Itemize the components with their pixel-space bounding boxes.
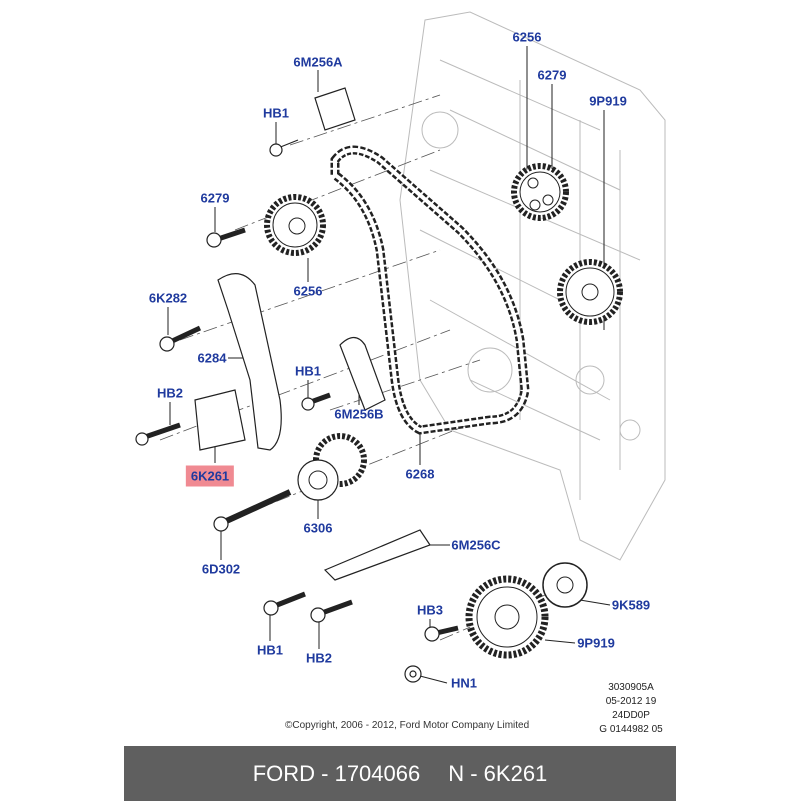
callout-6M256B: 6M256B [334, 406, 384, 422]
callout-6279: 6279 [200, 190, 230, 206]
drawing-code: 24DD0P [612, 710, 650, 721]
callout-6279: 6279 [537, 67, 567, 83]
footer-bar: FORD - 1704066 N - 6K261 [124, 746, 676, 801]
callout-HB1: HB1 [294, 363, 322, 379]
callout-6284: 6284 [197, 350, 227, 366]
callout-6M256C: 6M256C [451, 537, 501, 553]
sprockets [264, 163, 623, 659]
footer-part-number: FORD - 1704066 [252, 760, 421, 786]
bolts [135, 139, 459, 683]
timing-chain [330, 145, 530, 435]
drawing-ref: G 0144982 05 [599, 724, 663, 735]
callout-HB1: HB1 [262, 105, 290, 121]
drawing-info: 3030905A 05-2012 19 24DD0P G 0144982 05 [590, 681, 672, 737]
callout-6K261-highlighted: 6K261 [185, 465, 235, 487]
callout-6256: 6256 [512, 29, 542, 45]
drawing-date: 05-2012 19 [605, 696, 657, 707]
callout-HB3: HB3 [416, 602, 444, 618]
callout-HB1: HB1 [256, 642, 284, 658]
copyright-text: ©Copyright, 2006 - 2012, Ford Motor Comp… [285, 720, 530, 731]
footer-reference: N - 6K261 [448, 760, 548, 786]
callout-6M256A: 6M256A [293, 54, 343, 70]
callout-HB2: HB2 [156, 385, 184, 401]
leader-lines [167, 46, 611, 684]
callout-6D302: 6D302 [201, 561, 241, 577]
callout-9P919: 9P919 [577, 635, 615, 651]
callout-9K589: 9K589 [611, 597, 651, 613]
drawing-number: 3030905A [608, 682, 654, 693]
callout-6268: 6268 [405, 466, 435, 482]
callout-6K282: 6K282 [148, 290, 188, 306]
guides-and-tensioner [194, 87, 431, 581]
callout-6306: 6306 [303, 520, 333, 536]
callout-HN1: HN1 [450, 675, 478, 691]
callout-9P919: 9P919 [589, 93, 627, 109]
callout-HB2: HB2 [305, 650, 333, 666]
callout-6256: 6256 [293, 283, 323, 299]
